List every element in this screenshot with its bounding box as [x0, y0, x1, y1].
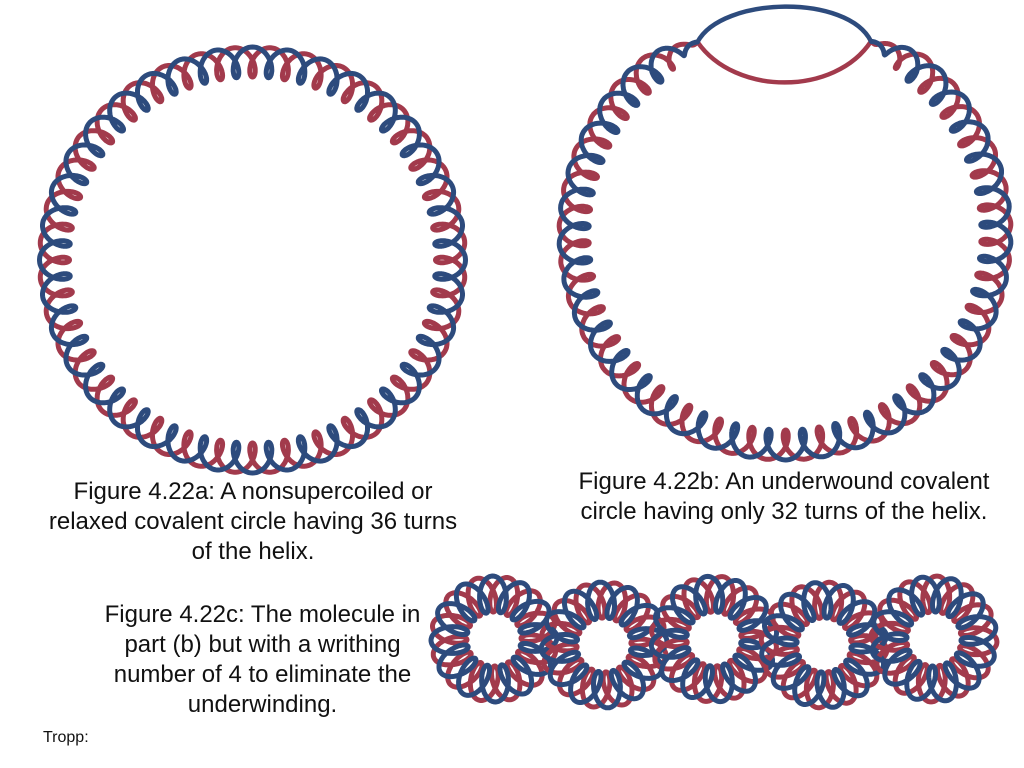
figure-c-caption: Figure 4.22c: The molecule in part (b) b… — [104, 601, 421, 718]
dna-strand — [556, 38, 1014, 462]
dna-strand — [430, 575, 558, 703]
figure-b-caption: Figure 4.22b: An underwound covalent cir… — [578, 468, 990, 525]
figure-a-caption: Figure 4.22a: A nonsupercoiled or relaxe… — [48, 478, 458, 565]
dna-strand — [556, 38, 1014, 463]
source-attribution: Tropp: — [43, 729, 89, 746]
dna-strand — [539, 580, 669, 710]
dna-strand — [759, 580, 889, 710]
dna-strand — [648, 573, 780, 705]
dna-strand — [37, 44, 468, 476]
figure-c-supercoil-drawing — [428, 573, 1000, 711]
dna-strand — [649, 574, 779, 704]
dna-strand — [695, 39, 874, 85]
dna-strand — [869, 574, 999, 704]
dna-strand — [428, 573, 560, 705]
dna-strand — [37, 45, 468, 475]
figure-a-relaxed-circle-drawing — [37, 44, 468, 476]
dna-strand — [538, 579, 670, 711]
figure-b-underwound-circle-drawing — [556, 4, 1014, 463]
dna-strand — [695, 4, 874, 45]
dna-strand — [758, 579, 890, 711]
